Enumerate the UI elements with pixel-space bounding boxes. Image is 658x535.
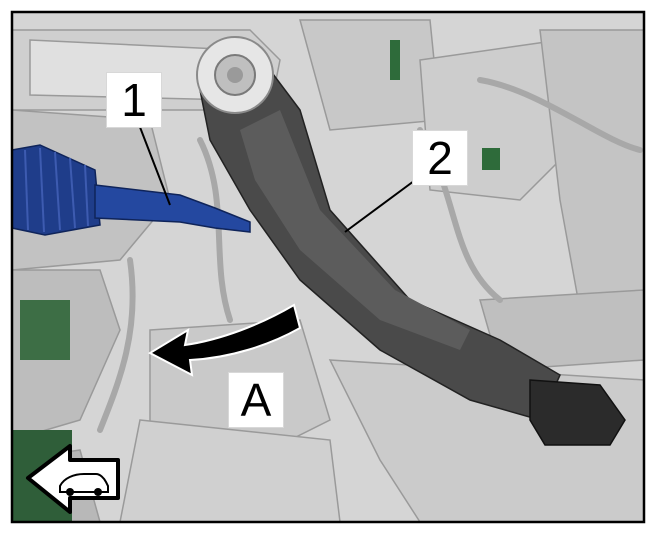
leader-lines [137, 121, 419, 233]
callout-label-2: 2 [412, 130, 468, 186]
curved-arrow-icon [147, 303, 302, 377]
pivot-bracket [196, 36, 274, 114]
push-rod [11, 144, 251, 236]
callout-label-1: 1 [106, 72, 162, 128]
figure-frame [10, 10, 646, 524]
callout-label-a: A [228, 372, 284, 428]
pedal-arm [199, 69, 626, 446]
car-forward-arrow-icon [26, 444, 120, 514]
